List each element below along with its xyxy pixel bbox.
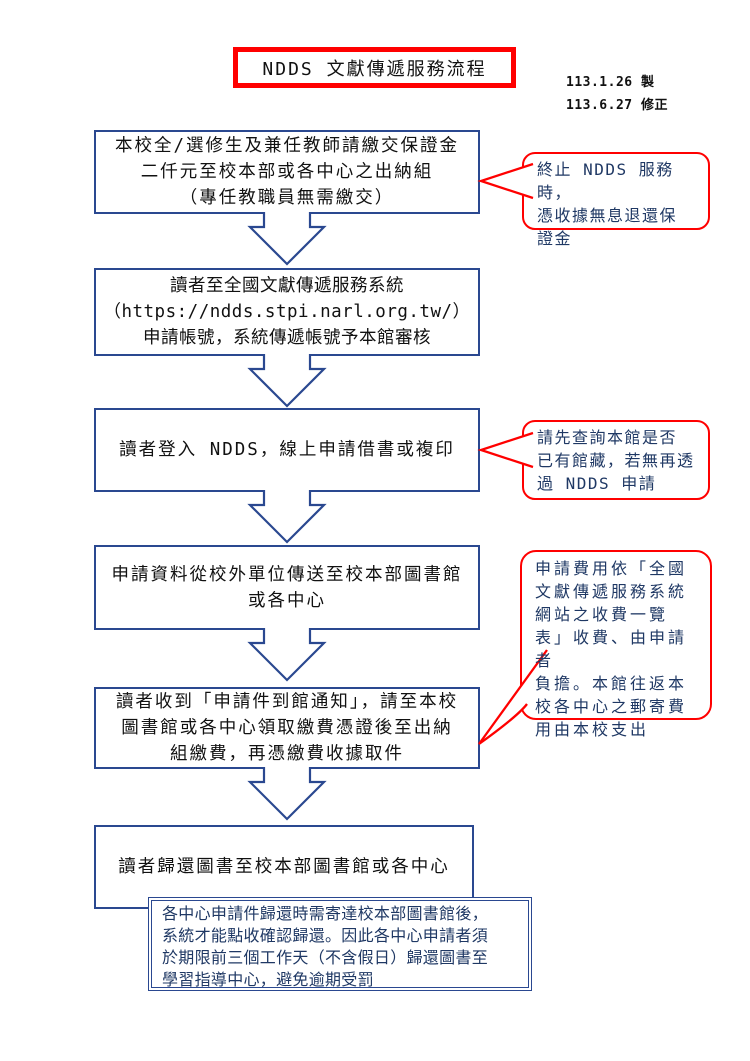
flow-step-register: 讀者至全國文獻傳遞服務系統 （https://ndds.stpi.narl.or… xyxy=(94,268,480,356)
revision-date-modified: 113.6.27 修正 xyxy=(566,98,668,113)
flow-step-delivery-text: 申請資料從校外單位傳送至校本部圖書館 或各中心 xyxy=(111,564,463,611)
flow-down-arrow-5 xyxy=(247,767,327,821)
callout-fees-text: 申請費用依「全國 文獻傳遞服務系統 網站之收費一覽 表」收費、由申請者 負擔。本… xyxy=(535,559,688,739)
callout-check-holdings-text: 請先查詢本館是否 已有館藏，若無再透 過 NDDS 申請 xyxy=(537,428,695,493)
flow-step-delivery: 申請資料從校外單位傳送至校本部圖書館 或各中心 xyxy=(94,545,480,630)
callout-deposit-refund-text: 終止 NDDS 服務時， 憑收據無息退還保 證金 xyxy=(537,160,678,248)
callout-fees: 申請費用依「全國 文獻傳遞服務系統 網站之收費一覽 表」收費、由申請者 負擔。本… xyxy=(520,550,712,739)
return-note-text: 各中心申請件歸還時需寄達校本部圖書館後， 系統才能點收確認歸還。因此各中心申請者… xyxy=(162,904,489,989)
revision-date-created: 113.1.26 製 xyxy=(566,75,655,90)
flow-step-pickup: 讀者收到「申請件到館通知」，請至本校 圖書館或各中心領取繳費憑證後至出納 組繳費… xyxy=(94,687,480,769)
flow-down-arrow-1 xyxy=(247,212,327,266)
flow-step-pickup-text: 讀者收到「申請件到館通知」，請至本校 圖書館或各中心領取繳費憑證後至出納 組繳費… xyxy=(115,692,459,764)
return-note-box: 各中心申請件歸還時需寄達校本部圖書館後， 系統才能點收確認歸還。因此各中心申請者… xyxy=(148,897,532,991)
flow-step-register-text: 讀者至全國文獻傳遞服務系統 （https://ndds.stpi.narl.or… xyxy=(103,276,471,348)
callout-check-holdings: 請先查詢本館是否 已有館藏，若無再透 過 NDDS 申請 xyxy=(522,420,710,500)
callout-deposit-refund: 終止 NDDS 服務時， 憑收據無息退還保 證金 xyxy=(522,152,710,248)
flow-step-login: 讀者登入 NDDS，線上申請借書或複印 xyxy=(94,408,480,492)
revision-dates: 113.1.26 製 113.6.27 修正 xyxy=(566,71,668,117)
flow-step-return-text: 讀者歸還圖書至校本部圖書館或各中心 xyxy=(118,857,450,877)
flow-down-arrow-3 xyxy=(247,490,327,544)
flow-down-arrow-4 xyxy=(247,628,327,682)
title-box: NDDS 文獻傳遞服務流程 xyxy=(233,47,516,88)
flow-step-login-text: 讀者登入 NDDS，線上申請借書或複印 xyxy=(119,440,455,460)
page-title: NDDS 文獻傳遞服務流程 xyxy=(262,58,487,80)
flow-step-deposit-text: 本校全/選修生及兼任教師請繳交保證金 二仟元至校本部或各中心之出納組 （專任教職… xyxy=(114,136,460,208)
flow-step-deposit: 本校全/選修生及兼任教師請繳交保證金 二仟元至校本部或各中心之出納組 （專任教職… xyxy=(94,130,480,214)
flow-down-arrow-2 xyxy=(247,354,327,408)
flow-step-return: 讀者歸還圖書至校本部圖書館或各中心 xyxy=(94,825,474,909)
